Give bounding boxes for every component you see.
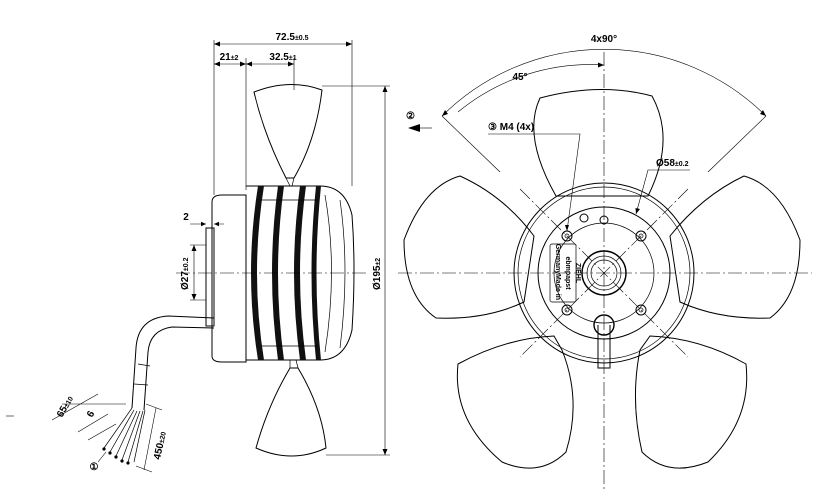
svg-text:ebmpapst: ebmpapst xyxy=(564,256,571,290)
front-dimensions: 4x90° 45° ③ M4 (4x) Ø58±0.2 ② xyxy=(406,34,767,232)
svg-text:Made in: Made in xyxy=(554,274,561,300)
dim-wire-end: 6 xyxy=(85,409,98,420)
blade-lower-left xyxy=(456,335,574,469)
shaft-boss xyxy=(205,227,215,327)
dim-hub-diameter: Ø27±0.2 xyxy=(180,257,191,290)
front-view: ebmpapst Germany Made in ZIEHL xyxy=(398,52,812,490)
wire-ends xyxy=(102,407,146,465)
side-view xyxy=(102,83,368,465)
dim-blade-angle: 45° xyxy=(512,72,527,83)
cable xyxy=(131,315,215,411)
dim-hole-pattern: 4x90° xyxy=(591,34,617,45)
dim-strip-length: 65±10 xyxy=(55,394,76,419)
blade-left xyxy=(403,175,535,319)
blades xyxy=(403,88,801,469)
callout-wires: ① xyxy=(90,462,99,473)
dim-body-length: 32.5±1 xyxy=(269,52,296,63)
callout-mount-thread: ③ M4 (4x) xyxy=(488,122,534,133)
rotor-body xyxy=(246,185,355,361)
dim-bolt-circle: Ø58±0.2 xyxy=(656,158,689,169)
dim-flange-thickness: 2 xyxy=(183,212,189,223)
upper-blade xyxy=(253,83,323,179)
mount-holes xyxy=(561,213,647,316)
airflow-arrow: ② xyxy=(406,111,432,132)
blade-right xyxy=(669,175,801,319)
blade-top xyxy=(533,88,664,197)
svg-text:Germany: Germany xyxy=(554,244,561,274)
svg-text:ZIEHL: ZIEHL xyxy=(574,263,581,284)
dim-flange-offset: 21±2 xyxy=(220,52,239,63)
callout-airflow: ② xyxy=(406,111,415,122)
side-dimensions: 72.5±0.5 21±2 32.5±1 2 Ø27±0.2 Ø195±2 45… xyxy=(6,32,390,473)
lower-blade xyxy=(255,367,327,457)
hub-flange xyxy=(211,194,247,363)
dim-overall-length: 72.5±0.5 xyxy=(275,32,308,43)
blade-lower-right xyxy=(634,335,748,469)
dim-cable-length: 450±20 xyxy=(152,431,169,461)
dim-fan-diameter: Ø195±2 xyxy=(372,258,383,290)
